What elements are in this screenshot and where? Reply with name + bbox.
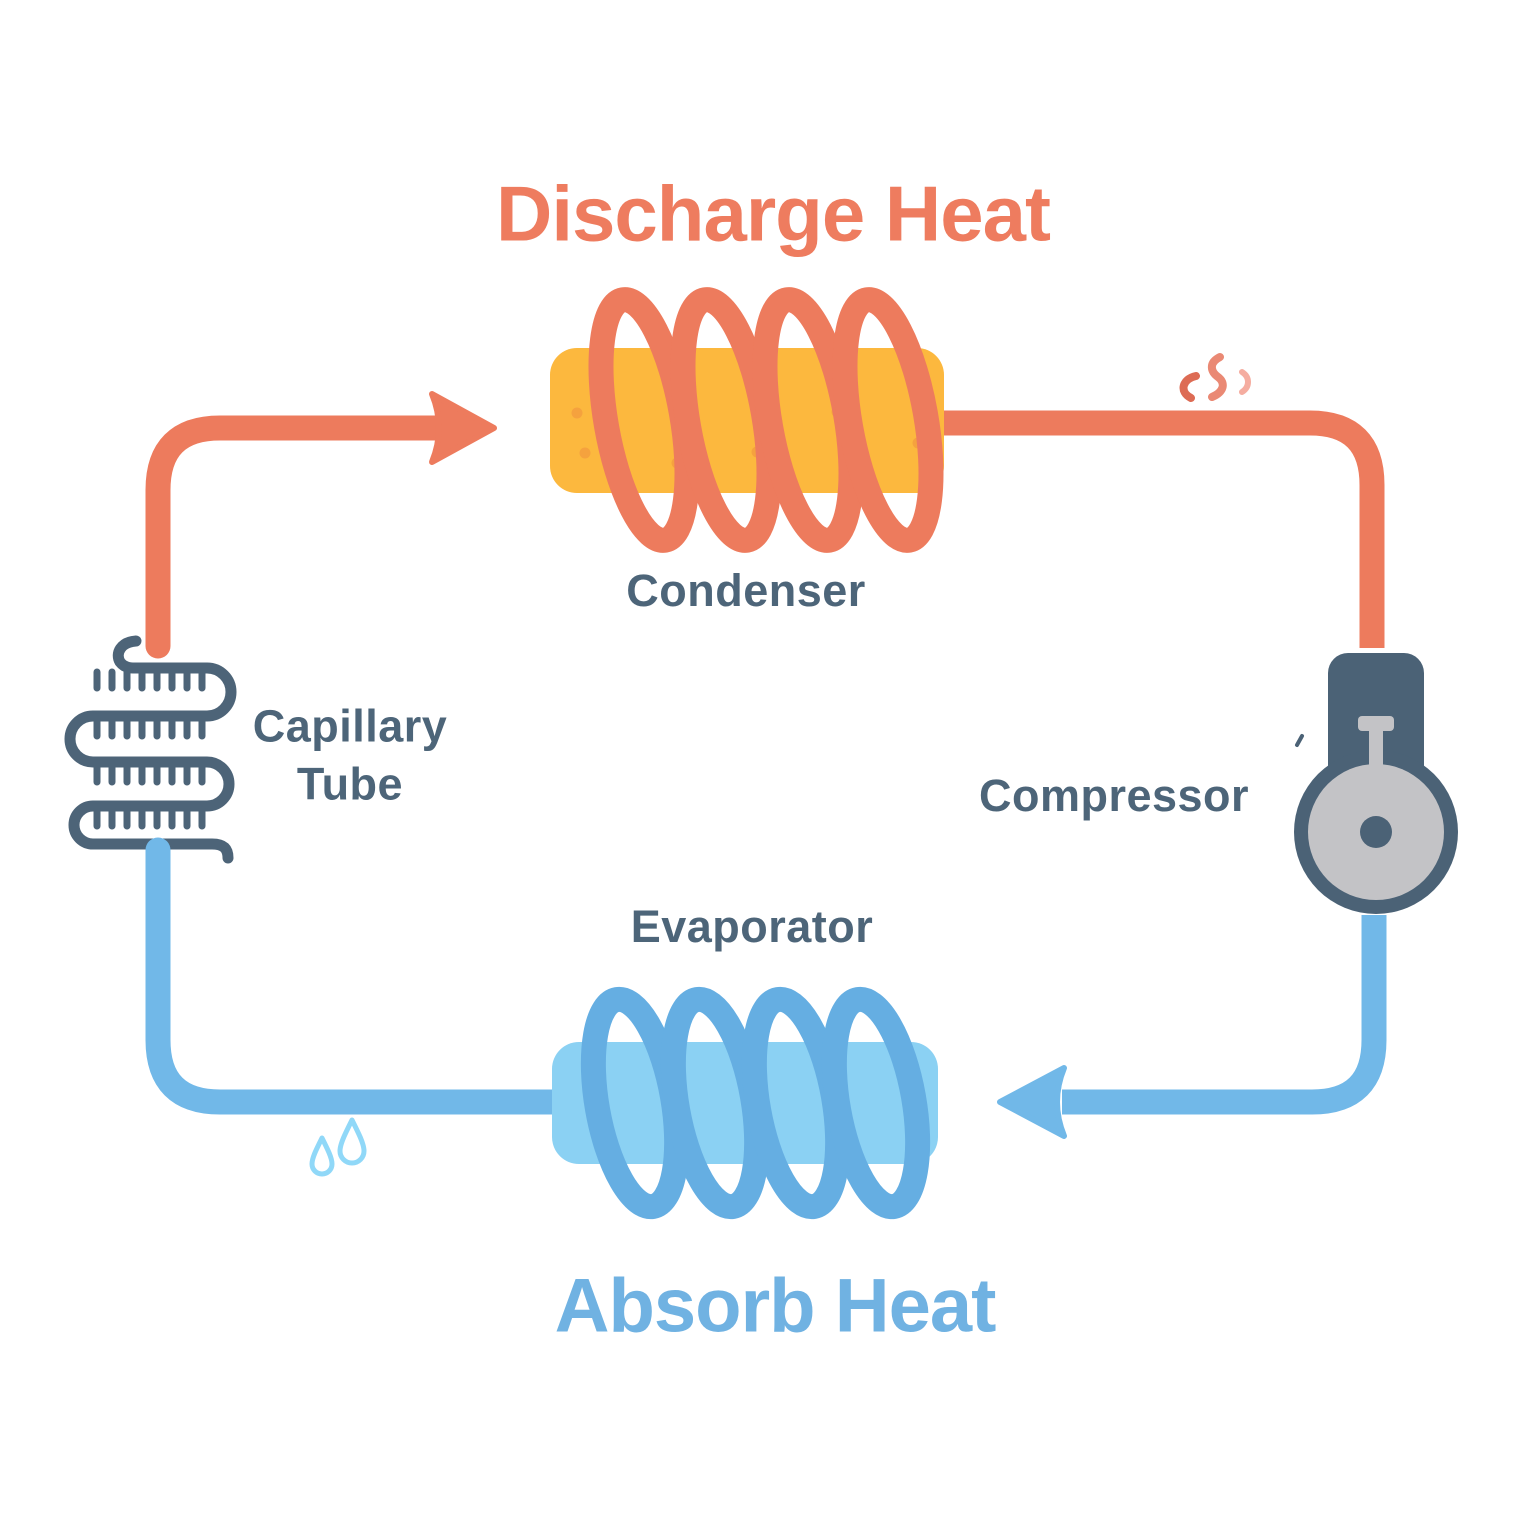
hot-pipe-condenser-to-compressor (940, 410, 1385, 648)
compressor-valve-stem (1369, 724, 1383, 774)
compressor-valve-cap (1358, 716, 1394, 731)
condenser-coil (588, 287, 944, 553)
compressor-spark-icon (1295, 734, 1304, 747)
capillary-coil (64, 635, 237, 864)
flow-arrow-right-icon (429, 391, 497, 465)
capillary-tube-label: Capillary Tube (252, 700, 448, 809)
flow-arrow-left-icon (997, 1065, 1067, 1139)
condenser-label: Condenser (626, 565, 866, 616)
hot-pipe-capillary-to-condenser (145, 415, 449, 659)
cold-pipe-compressor-to-evaporator (1062, 915, 1387, 1115)
evaporator-label: Evaporator (630, 901, 874, 952)
condenser (550, 287, 944, 553)
capillary-fins (93, 668, 206, 830)
absorb-heat-title: Absorb Heat (554, 1263, 997, 1349)
water-droplets-icon (309, 1117, 367, 1177)
evaporator-coil (580, 986, 931, 1220)
cold-pipe-capillary-to-evaporator (145, 837, 573, 1115)
compressor-label: Compressor (978, 770, 1250, 821)
capillary-tube-icon (64, 635, 237, 864)
evaporator (552, 986, 938, 1220)
compressor (1294, 653, 1458, 914)
discharge-heat-title: Discharge Heat (496, 169, 1051, 258)
compressor-hub (1360, 816, 1392, 848)
steam-icon (1179, 353, 1251, 402)
